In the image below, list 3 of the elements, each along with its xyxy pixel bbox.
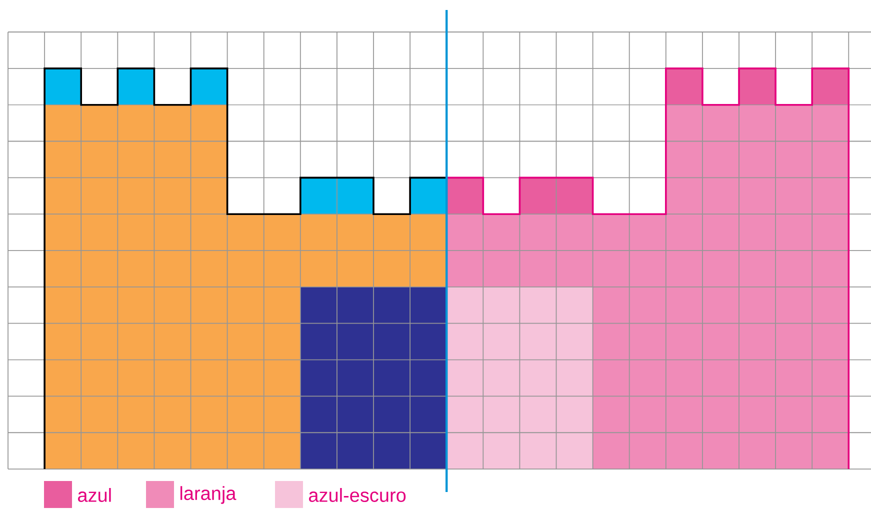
legend-label: azul-escuro [309, 488, 406, 502]
legend-label: laranja [180, 486, 236, 504]
legend-label: azul [78, 488, 111, 502]
